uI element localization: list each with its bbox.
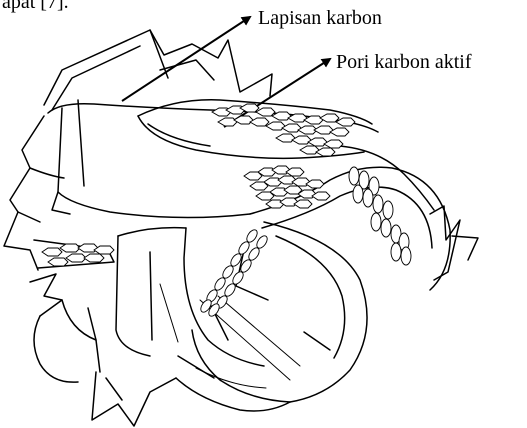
pore-cluster-middle [244,166,330,208]
pore-cluster-lower [199,228,270,318]
carbon-sheets [4,30,478,426]
pore-hexagon-clusters [42,104,411,318]
carbon-layer-arrow [122,17,250,101]
pore-cluster-upper [212,104,355,156]
pore-cluster-right [349,167,411,265]
